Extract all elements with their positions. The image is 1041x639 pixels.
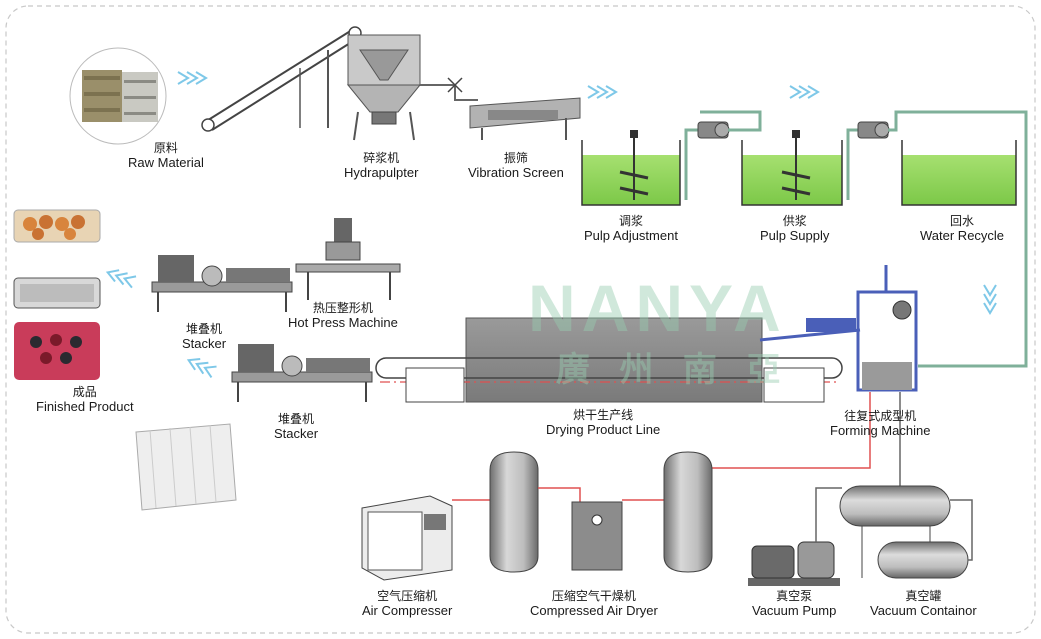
flow-arrow — [983, 284, 997, 314]
stacker-bottom-machine — [231, 344, 373, 402]
air-line — [712, 392, 871, 469]
vacuum-pump-unit — [748, 487, 842, 586]
air-compressor-unit — [361, 495, 453, 581]
watermark-brand: NANYA — [528, 271, 787, 345]
vibration-screen-machine — [469, 97, 581, 140]
flow-arrow — [587, 85, 617, 99]
stacker-top-machine — [151, 255, 293, 312]
watermark-chinese: 廣 州 南 亞 — [556, 351, 791, 389]
raw-material-image — [69, 47, 167, 145]
outer-frame — [5, 5, 1036, 634]
vacuum-container-unit — [839, 485, 973, 579]
air-receiver-tank-1 — [489, 451, 539, 573]
pulp-supply-tank — [741, 130, 843, 206]
air-receiver-tank-2 — [663, 451, 713, 573]
hydrapulper-machine — [346, 34, 422, 141]
drying-line-machine — [375, 317, 861, 403]
pulp-pipe — [420, 84, 478, 101]
belt-conveyor — [201, 26, 362, 132]
flow-arrow — [104, 265, 138, 289]
flow-arrow — [789, 85, 819, 99]
flow-arrow — [177, 71, 207, 85]
finished-product-images — [13, 209, 101, 380]
forming-machine — [806, 265, 918, 392]
water-recycle-tank — [901, 140, 1017, 206]
valve-icon — [447, 77, 463, 93]
air-dryer-unit — [571, 501, 623, 571]
hot-press-machine — [295, 218, 401, 300]
transfer-pumps — [684, 110, 1028, 368]
pulp-adjustment-tank — [581, 130, 681, 206]
paper-trays-image — [135, 423, 237, 511]
flow-arrow — [185, 353, 218, 379]
